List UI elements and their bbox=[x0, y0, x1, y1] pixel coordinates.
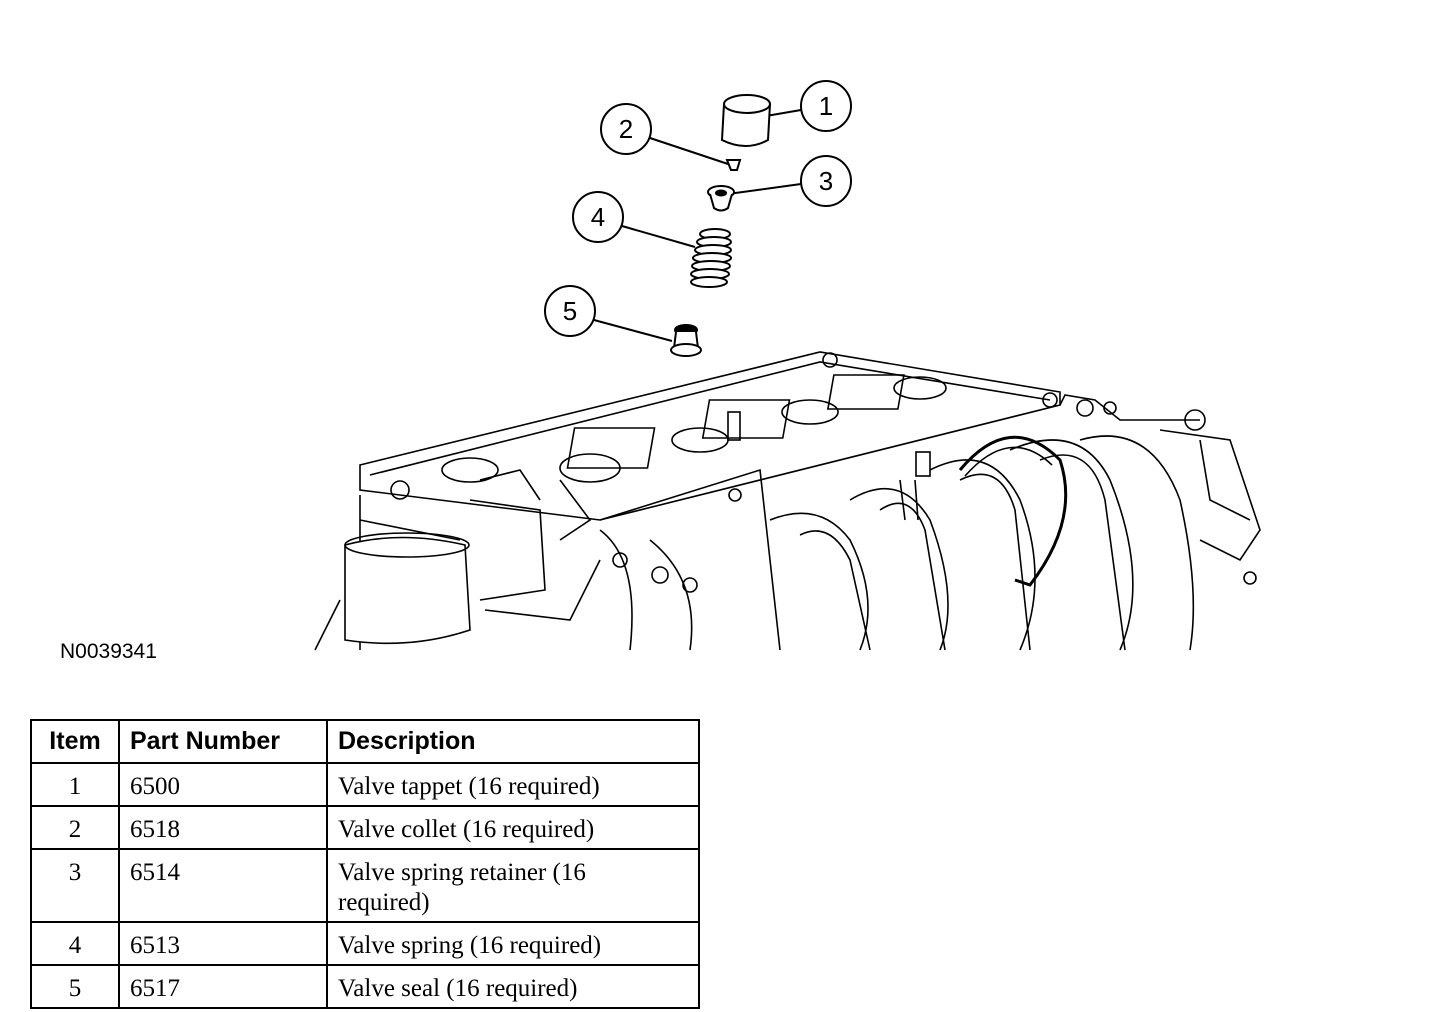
description-cell: Valve spring retainer (16 required) bbox=[326, 848, 700, 923]
item-cell: 5 bbox=[30, 964, 120, 1009]
description-cell: Valve collet (16 required) bbox=[326, 805, 700, 850]
part-number-cell: 6500 bbox=[118, 762, 328, 807]
figure-id-label: N0039341 bbox=[60, 640, 157, 663]
table-row: 2 6518 Valve collet (16 required) bbox=[30, 805, 700, 850]
callout-5: 5 bbox=[544, 285, 673, 342]
valve-spring-retainer-part bbox=[707, 185, 735, 212]
table-row: 5 6517 Valve seal (16 required) bbox=[30, 964, 700, 1009]
callout-3: 3 bbox=[727, 155, 852, 207]
table-header-row: Item Part Number Description bbox=[30, 719, 700, 764]
header-description: Description bbox=[326, 719, 700, 764]
item-cell: 2 bbox=[30, 805, 120, 850]
part-number-cell: 6517 bbox=[118, 964, 328, 1009]
valve-seal-part bbox=[670, 324, 702, 357]
table-row: 4 6513 Valve spring (16 required) bbox=[30, 921, 700, 966]
part-number-cell: 6514 bbox=[118, 848, 328, 923]
table-row: 3 6514 Valve spring retainer (16 require… bbox=[30, 848, 700, 923]
item-cell: 3 bbox=[30, 848, 120, 923]
callout-4: 4 bbox=[572, 191, 696, 248]
callout-2: 2 bbox=[600, 103, 729, 165]
exploded-view-diagram: 1 2 3 4 5 bbox=[314, 80, 1261, 651]
part-number-cell: 6518 bbox=[118, 805, 328, 850]
table-row: 1 6500 Valve tappet (16 required) bbox=[30, 762, 700, 807]
callout-1: 1 bbox=[765, 80, 852, 132]
valve-tappet-part bbox=[720, 94, 771, 147]
part-number-cell: 6513 bbox=[118, 921, 328, 966]
header-part-number: Part Number bbox=[118, 719, 328, 764]
valve-collet-part bbox=[725, 159, 742, 171]
svg-text:3: 3 bbox=[819, 166, 833, 196]
description-cell: Valve spring (16 required) bbox=[326, 921, 700, 966]
item-cell: 4 bbox=[30, 921, 120, 966]
cylinder-head-engine-drawing bbox=[314, 351, 1261, 651]
svg-text:5: 5 bbox=[563, 296, 577, 326]
svg-text:4: 4 bbox=[591, 202, 605, 232]
svg-text:1: 1 bbox=[819, 91, 833, 121]
item-cell: 1 bbox=[30, 762, 120, 807]
description-cell: Valve seal (16 required) bbox=[326, 964, 700, 1009]
valve-spring-part bbox=[690, 228, 732, 288]
description-cell: Valve tappet (16 required) bbox=[326, 762, 700, 807]
parts-table: Item Part Number Description 1 6500 Valv… bbox=[30, 719, 700, 1009]
svg-text:2: 2 bbox=[619, 114, 633, 144]
header-item: Item bbox=[30, 719, 120, 764]
